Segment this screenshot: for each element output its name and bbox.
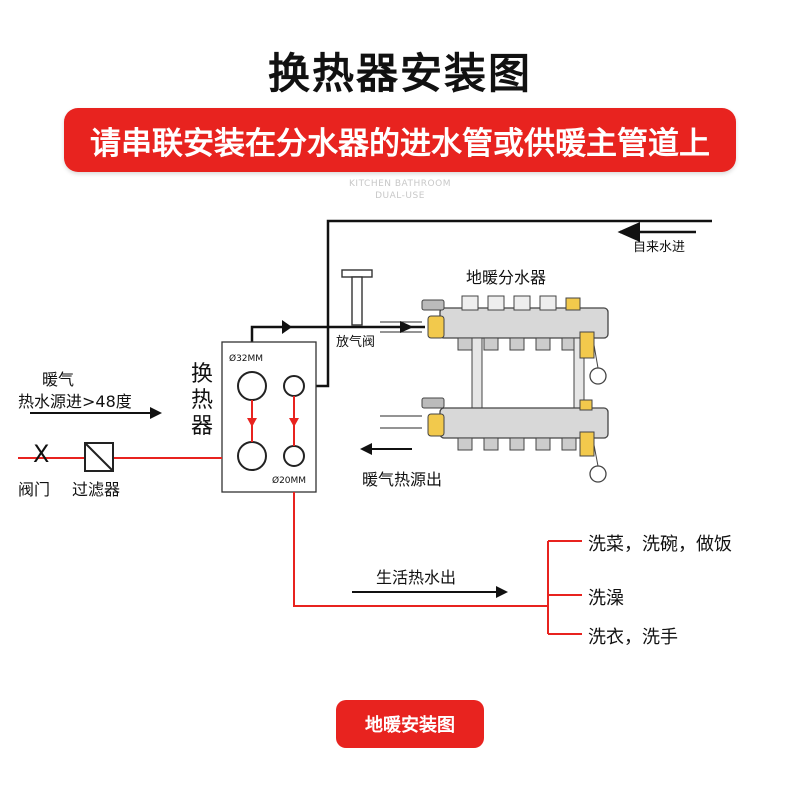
heat-exchanger-text: 换热器 <box>190 362 213 439</box>
exchanger-to-manifold-line <box>250 320 425 342</box>
filter-label: 过滤器 <box>72 480 121 499</box>
heat-exchanger-label: 换热器 <box>188 362 216 440</box>
heat-source-inlet <box>18 407 222 459</box>
watermark-line-1: KITCHEN BATHROOM <box>349 179 451 189</box>
tap-water-in-label: 自来水进 <box>633 240 686 255</box>
diameter-32-label: Ø32MM <box>229 354 264 364</box>
hot-water-outlet-line <box>293 492 548 607</box>
hot-water-out-label: 生活热水出 <box>376 568 457 587</box>
diameter-20-label: Ø20MM <box>272 476 307 486</box>
use-laundry-label: 洗衣，洗手 <box>588 627 678 648</box>
manifold-outlet-pipe <box>360 415 422 455</box>
heating-label: 暖气 <box>42 370 75 389</box>
filter-icon <box>84 442 114 472</box>
tap-water-line <box>316 219 712 388</box>
watermark: KITCHEN BATHROOM DUAL-USE <box>300 178 500 202</box>
floor-heating-diagram-button[interactable]: 地暖安装图 <box>336 700 484 748</box>
manifold-inlet-arrow <box>380 321 422 333</box>
banner-text: 请串联安装在分水器的进水管或供暖主管道上 <box>90 125 710 162</box>
usage-branches <box>547 540 582 635</box>
use-shower-label: 洗澡 <box>588 588 624 609</box>
heat-exchanger-box <box>221 341 317 493</box>
heat-source-in-label: 热水源进>48度 <box>18 392 132 411</box>
vent-valve-label: 放气阀 <box>336 335 376 350</box>
valve-symbol: X <box>33 440 50 468</box>
instruction-banner: 请串联安装在分水器的进水管或供暖主管道上 <box>64 108 736 172</box>
manifold-illustration <box>421 295 609 483</box>
valve-label: 阀门 <box>18 480 51 499</box>
use-cooking-label: 洗菜，洗碗，做饭 <box>588 534 732 555</box>
watermark-line-2: DUAL-USE <box>375 191 425 201</box>
floor-heating-diagram-label: 地暖安装图 <box>365 715 455 736</box>
vent-valve-icon <box>341 269 373 326</box>
manifold-label: 地暖分水器 <box>466 268 547 287</box>
page-title: 换热器安装图 <box>267 49 532 98</box>
heat-source-out-label: 暖气热源出 <box>362 470 443 489</box>
